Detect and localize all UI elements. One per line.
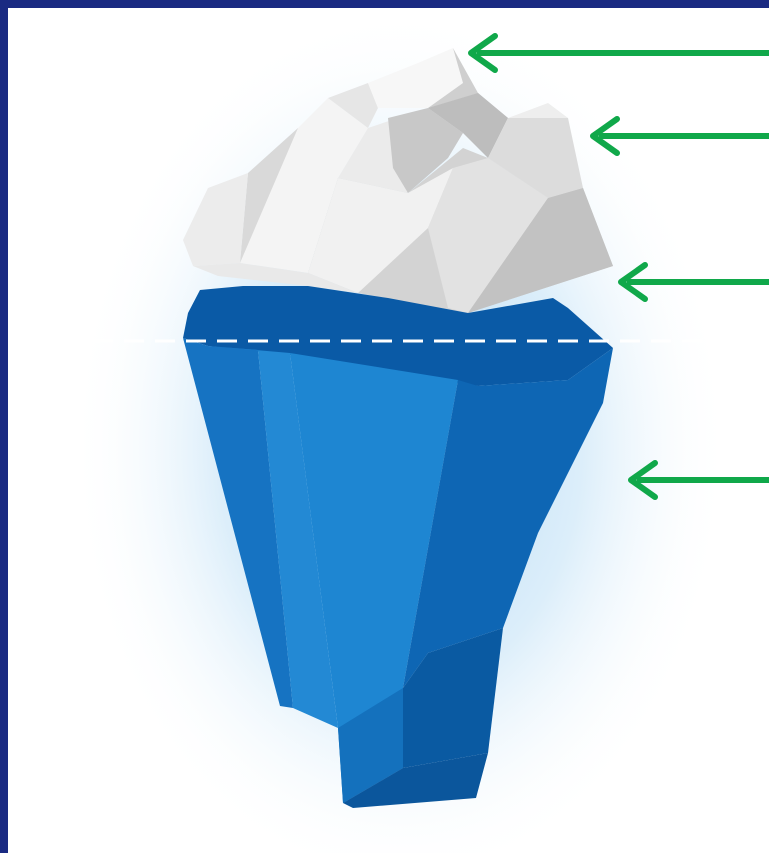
slide-canvas — [8, 8, 769, 853]
iceberg-diagram — [8, 8, 769, 853]
